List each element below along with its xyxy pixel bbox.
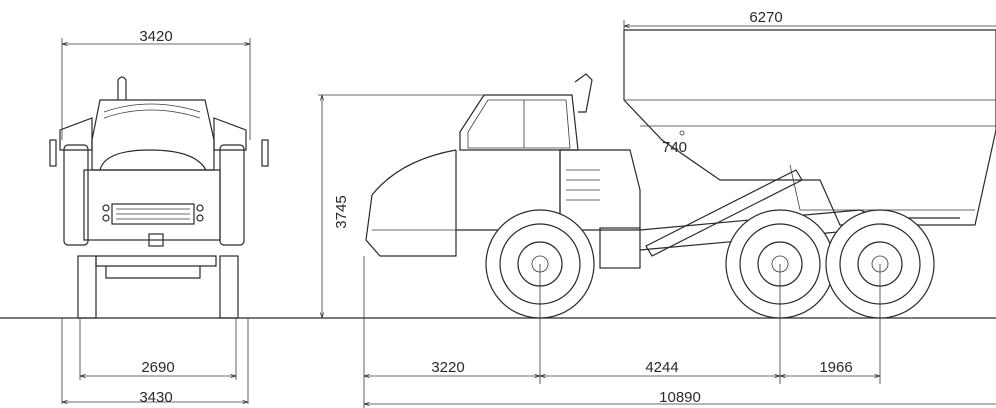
dim-label-4244: 4244 bbox=[645, 359, 678, 376]
dim-label-1966: 1966 bbox=[819, 359, 852, 376]
callout-label-740: 740 bbox=[662, 139, 687, 156]
dim-label-3430: 3430 bbox=[139, 389, 172, 406]
hoist-cylinder bbox=[645, 169, 803, 257]
side-view bbox=[318, 20, 996, 408]
front-right-tire-lower bbox=[219, 255, 239, 319]
dim-label-10890: 10890 bbox=[659, 389, 701, 406]
front-left-tire-lower bbox=[77, 255, 97, 319]
hood bbox=[371, 149, 457, 196]
dim-label-6270: 6270 bbox=[749, 9, 782, 26]
dump-body bbox=[623, 29, 996, 226]
dim-label-3420: 3420 bbox=[139, 28, 172, 45]
wheelbase-front-dimension: 4244 bbox=[540, 359, 780, 376]
cab bbox=[459, 94, 579, 151]
front-right-tire bbox=[219, 144, 245, 246]
front-left-tire bbox=[63, 144, 89, 246]
body-length-dimension: 6270 bbox=[624, 9, 996, 26]
front-right-mirror bbox=[213, 117, 247, 151]
hitch bbox=[599, 227, 641, 269]
body-callout: 740 bbox=[662, 130, 687, 156]
tandem-spacing-dimension: 1966 bbox=[780, 359, 880, 376]
overall-length-dimension: 10890 bbox=[364, 389, 996, 406]
front-width-top-dimension: 3420 bbox=[62, 28, 250, 45]
dim-label-2690: 2690 bbox=[141, 359, 174, 376]
front-grille bbox=[111, 203, 195, 225]
overall-height-dimension: 3745 bbox=[322, 95, 350, 318]
dim-label-3745: 3745 bbox=[333, 195, 350, 228]
front-track-dimension: 2690 bbox=[80, 359, 236, 376]
exhaust-stack bbox=[117, 76, 127, 100]
front-left-mirror bbox=[59, 117, 93, 151]
dim-label-3220: 3220 bbox=[431, 359, 464, 376]
front-view bbox=[49, 38, 269, 404]
front-overhang-dimension: 3220 bbox=[364, 359, 540, 376]
front-plate bbox=[148, 233, 164, 247]
front-width-bottom-dimension: 3430 bbox=[62, 389, 248, 406]
